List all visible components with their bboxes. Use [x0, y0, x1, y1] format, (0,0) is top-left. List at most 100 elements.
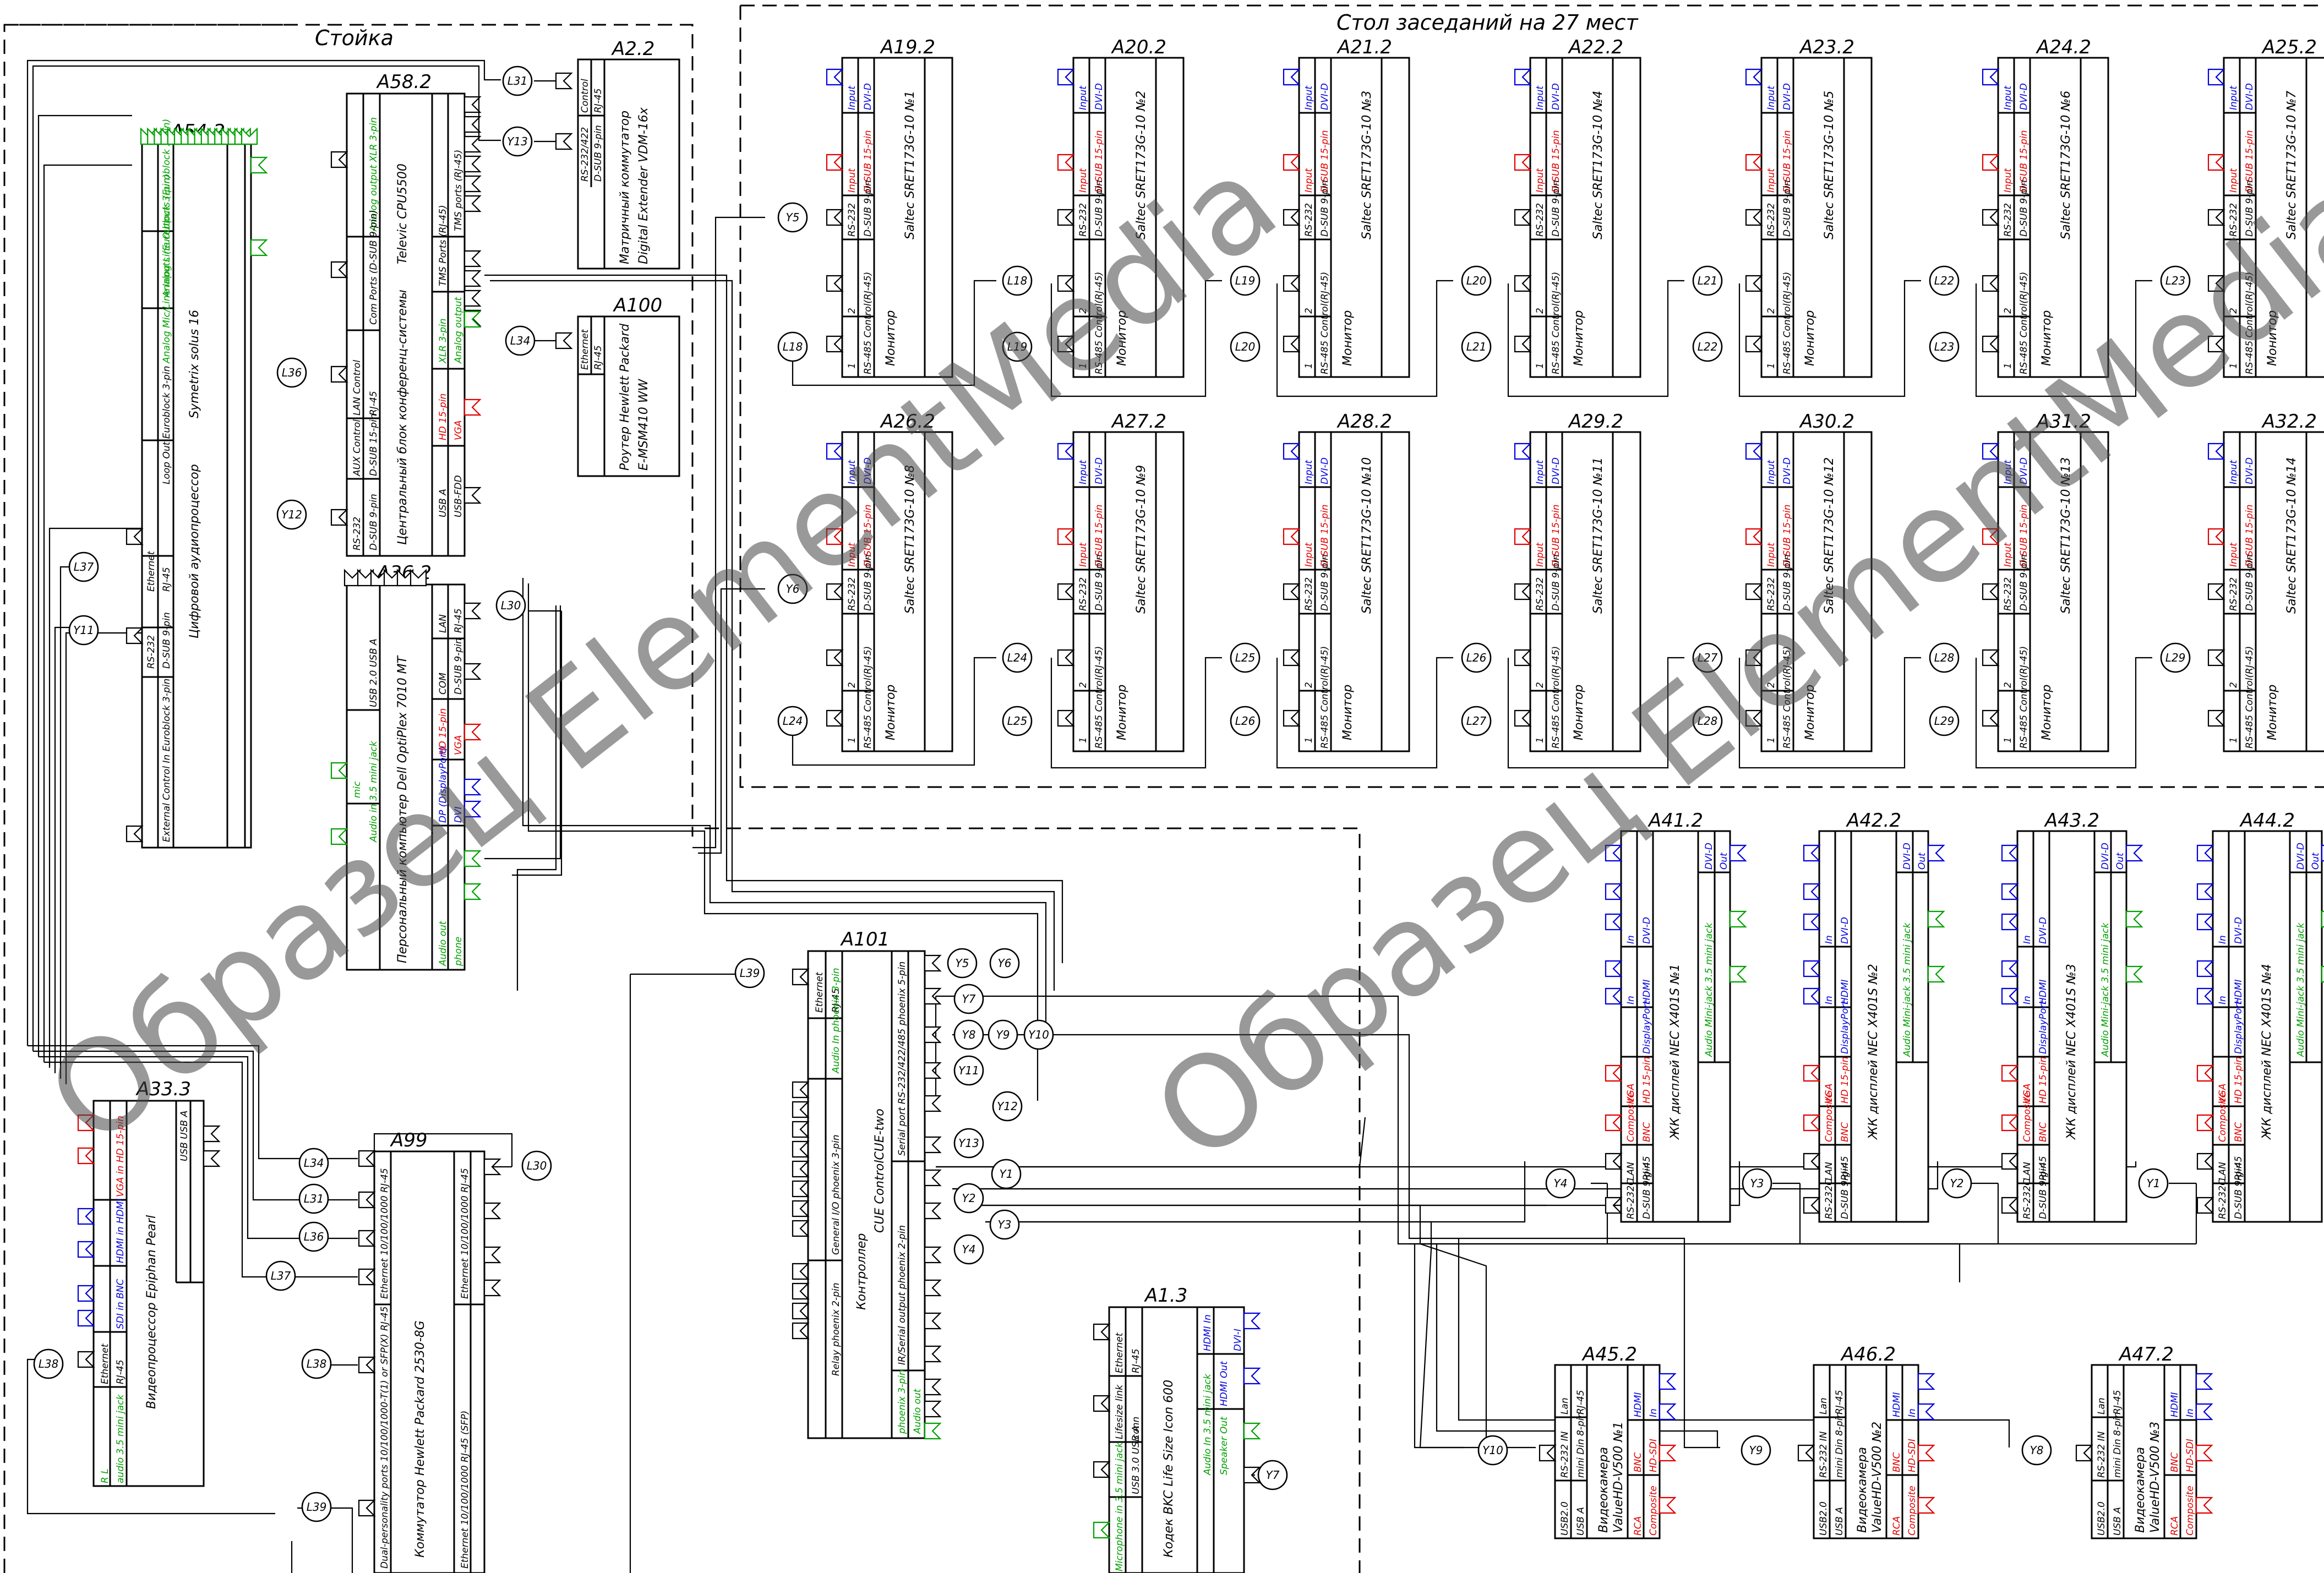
device-a2-2[interactable]: A2.2 Control RJ-45 RS-232/422 D-SUB 9-pi…	[534, 38, 680, 270]
device-a1-3-port-2: RJ-45	[1131, 1348, 1142, 1373]
connector-pin	[792, 1322, 810, 1340]
monitor-port-input: Input	[2003, 85, 2014, 110]
camera-port-rj45: RJ-45	[1834, 1390, 1845, 1414]
link-marker-Y6: Y6	[989, 948, 1020, 979]
pin-a100-1	[555, 332, 573, 349]
monitor-port-rs232: RS-232	[847, 577, 858, 611]
device-a101[interactable]: A101 Ethernet RJ-45 Audio In phoenix 3-p…	[792, 928, 942, 1440]
device-a33-3-frame	[92, 1100, 205, 1487]
svg-text:L25: L25	[1235, 651, 1256, 664]
monitor-id: A23.2	[1799, 36, 1854, 58]
link-marker-Y2: Y2	[953, 1183, 984, 1214]
device-a33-3[interactable]: A33.3 USB USB A VGA in HD 15-pin HDMI in…	[77, 1078, 221, 1487]
monitor-port-input: Input	[847, 85, 858, 110]
link-label: L36	[282, 366, 302, 379]
camera-port-usba: USB A	[1834, 1507, 1845, 1536]
device-a58-2-port-1: TMS ports (RJ-45)	[453, 150, 464, 231]
svg-text:Y10: Y10	[1482, 1444, 1503, 1457]
monitor-name: Монитор	[884, 685, 898, 740]
monitor-port-input: Input	[1535, 168, 1546, 193]
connector-pin	[126, 627, 144, 645]
camera-port-bnc: BNC	[2169, 1452, 2180, 1472]
device-a54-2[interactable]: A54.2 Analog Mic/Line Inputs (Euroblock …	[126, 119, 268, 849]
pin-composite	[2196, 1114, 2214, 1132]
display-port-out: Out	[2310, 852, 2321, 870]
link-label: L37	[74, 560, 94, 574]
device-a100[interactable]: A100 Ethernet RJ-45 Роутер Hewlett Packa…	[535, 294, 680, 477]
device-a101-port-7: IR/Serial output phoenix 2-pin	[897, 1225, 908, 1365]
monitor-frame	[1072, 431, 1185, 752]
device-a58-2-port-7: AUX Control	[352, 419, 363, 477]
link-marker-L21: L21	[1692, 265, 1723, 296]
monitor-pin-no: 2	[847, 682, 858, 688]
camera-name: Видеокамера	[1856, 1447, 1869, 1533]
pin-rs485-a	[1514, 649, 1532, 667]
monitor-port-input: Input	[847, 168, 858, 193]
monitor-pin-no: 1	[2003, 363, 2014, 369]
pin-rs485-b	[826, 709, 844, 727]
monitor-port-rs232: RS-232	[2228, 203, 2239, 237]
monitor-name: Монитор	[2040, 310, 2054, 366]
link-marker-L22: L22	[1692, 331, 1723, 362]
pin-rs232	[1514, 583, 1532, 600]
display-port-hdmi: HDMI	[2038, 979, 2049, 1004]
monitor-port-dsub9: D-SUB 9-pin	[2019, 554, 2030, 611]
pin-rs485-a	[2207, 649, 2225, 667]
link-circle	[953, 984, 984, 1014]
device-a99[interactable]: A99 Ethernet 10/100/1000 RJ-45 Ethernet …	[358, 1129, 501, 1573]
monitor-pin-no: 2	[1535, 682, 1546, 688]
device-a36-2[interactable]: A36.2 USB 2.0 USB A LAN RJ-45 COM D-SUB …	[330, 562, 482, 971]
display-name: ЖК дисплей NEC X401S №3	[2065, 964, 2078, 1140]
link-marker-L27: L27	[1461, 706, 1492, 736]
monitor-pin-no: 2	[1766, 682, 1777, 688]
device-a100-line2: E-MSM410 WW	[637, 378, 651, 471]
connector-pin	[924, 1202, 942, 1220]
connector-pin	[463, 290, 482, 307]
link-marker-L29: L29	[1929, 706, 1960, 736]
device-a33-3-port-6: RJ-45	[115, 1359, 126, 1384]
monitor-port-input: Input	[1535, 542, 1546, 567]
pin-vga	[1982, 528, 2000, 545]
display-port-composite: Composite	[2022, 1092, 2033, 1142]
device-a33-3-port-5: Ethernet	[100, 1343, 111, 1384]
camera-name: Видеокамера	[1597, 1447, 1611, 1533]
display-port-in: In	[1824, 935, 1835, 944]
device-a1-3[interactable]: A1.3 Ethernet RJ-45 Lifesize link conn U…	[1093, 1285, 1261, 1573]
monitor-port-input: Input	[1303, 168, 1314, 193]
connector-pin	[250, 239, 268, 256]
pin-vga	[2196, 1064, 2214, 1082]
device-a101-port-3: Audio In phoenix 3-pin	[831, 968, 842, 1074]
device-a58-2[interactable]: A58.2 TMS ports (RJ-45) TMS Ports (RJ-45…	[330, 71, 482, 557]
link-circle	[68, 551, 99, 582]
pin-rs485-b	[1283, 335, 1301, 353]
camera-port-lan: Lan	[2096, 1397, 2107, 1414]
svg-text:L20: L20	[1235, 340, 1256, 353]
display-port-rj45: RJ-45	[1840, 1156, 1851, 1181]
camera-port-composite: Composite	[1648, 1485, 1659, 1536]
device-a33-3-pins	[77, 1114, 221, 1368]
monitor-port-dsub15: D-SUB 15-pin	[1094, 504, 1105, 567]
device-a99-port-3: Dual-personality ports 10/100/1000-T(1) …	[379, 1306, 390, 1569]
